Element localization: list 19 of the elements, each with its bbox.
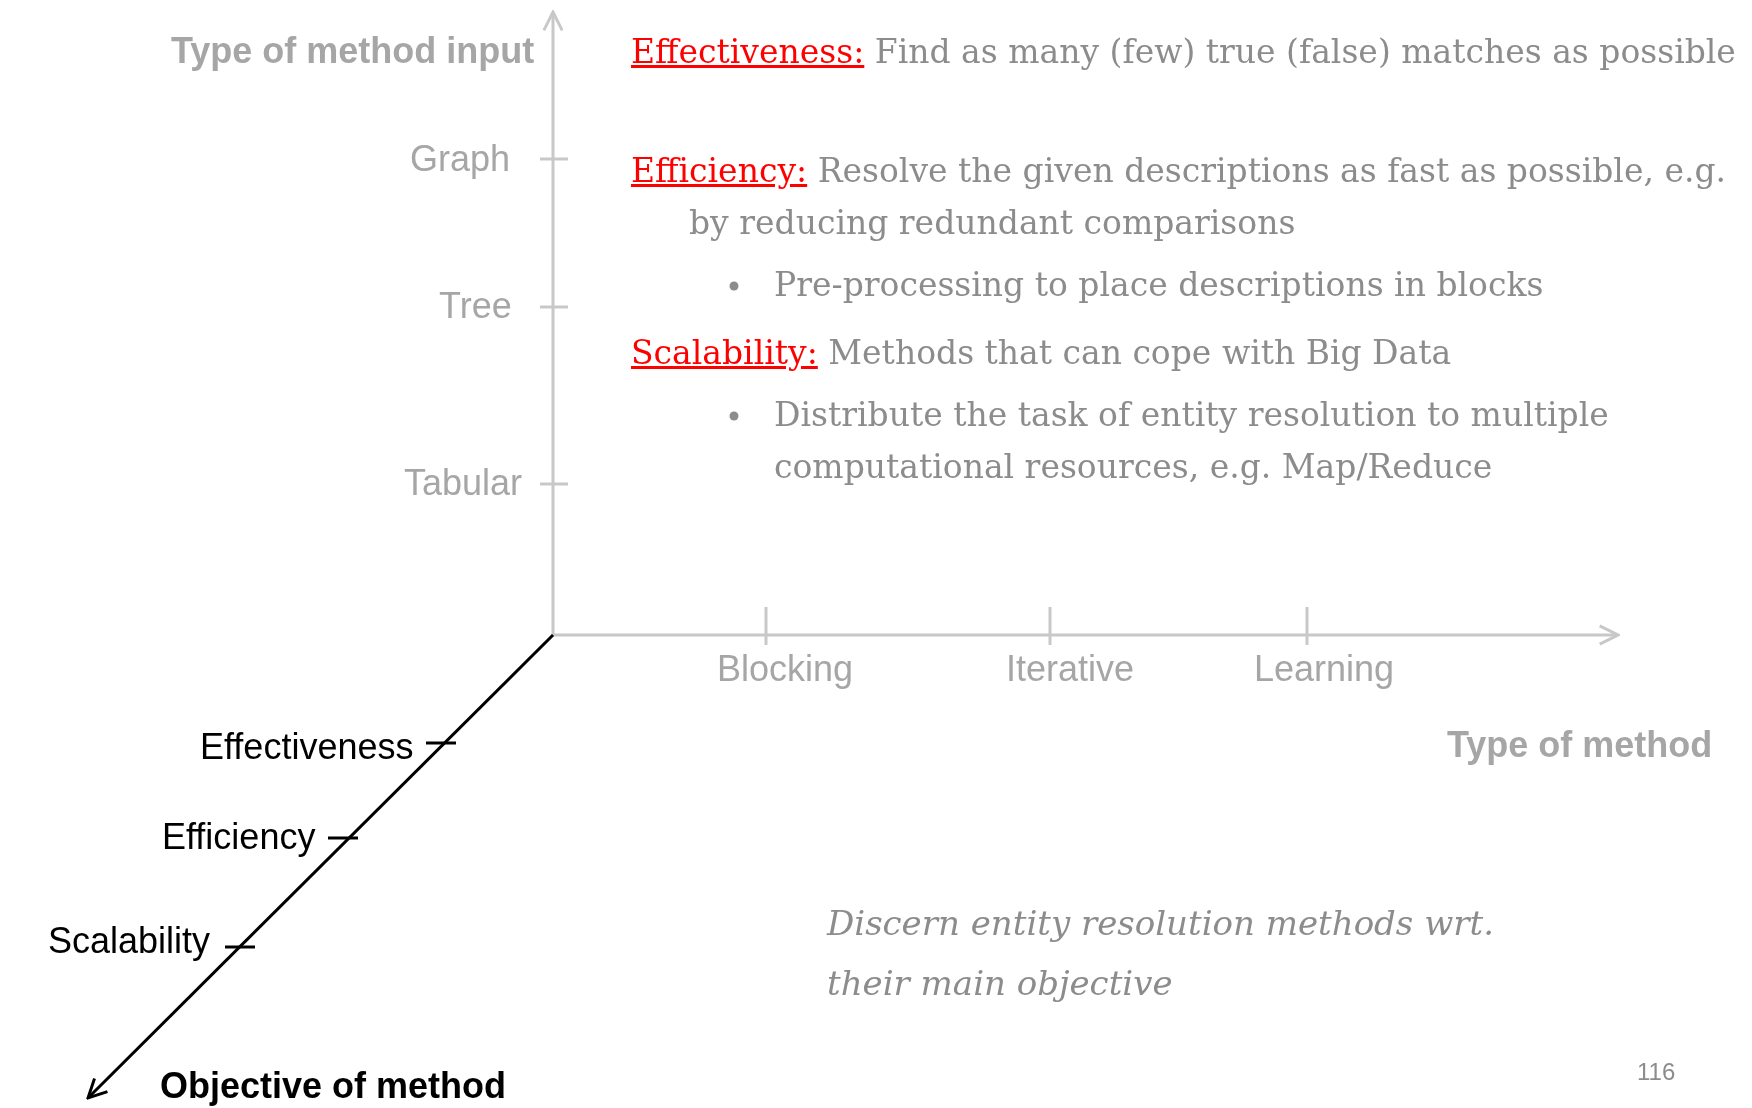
bullet-text: Distribute the task of entity resolution to multiple computational resources, e.g. Map/Reduce — [774, 394, 1610, 488]
axis-tick-label: Iterative — [1006, 648, 1135, 690]
bullet-text: Pre-processing to place descriptions in blocks — [774, 264, 1545, 306]
definition-text: Effectiveness: Find as many (few) true (false) matches as possible — [631, 31, 1737, 73]
page-number: 116 — [1637, 1057, 1676, 1086]
note-text: Discern entity resolution methods wrt. their main objective — [827, 902, 1495, 1005]
axis-title: Objective of method — [160, 1065, 507, 1107]
axis-tick-label: Blocking — [717, 648, 854, 690]
definition-text: Efficiency: Resolve the given descriptions as fast as possible, e.g. by reducing redundant comparisons — [631, 150, 1728, 244]
axis-tick-label: Graph — [410, 138, 511, 180]
definition-text: Scalability: Methods that can cope with Big Data — [631, 332, 1453, 374]
axis-title: Type of method input — [171, 30, 535, 72]
axis-tick-label: Efficiency — [162, 816, 316, 858]
axis-tick-label: Scalability — [48, 920, 211, 962]
axis-title: Type of method — [1447, 724, 1713, 766]
axis-tick-label: Tree — [439, 285, 512, 327]
axis-tick-label: Tabular — [404, 462, 523, 504]
axis-tick-label: Effectiveness — [200, 726, 414, 768]
axis-tick-label: Learning — [1254, 648, 1395, 690]
